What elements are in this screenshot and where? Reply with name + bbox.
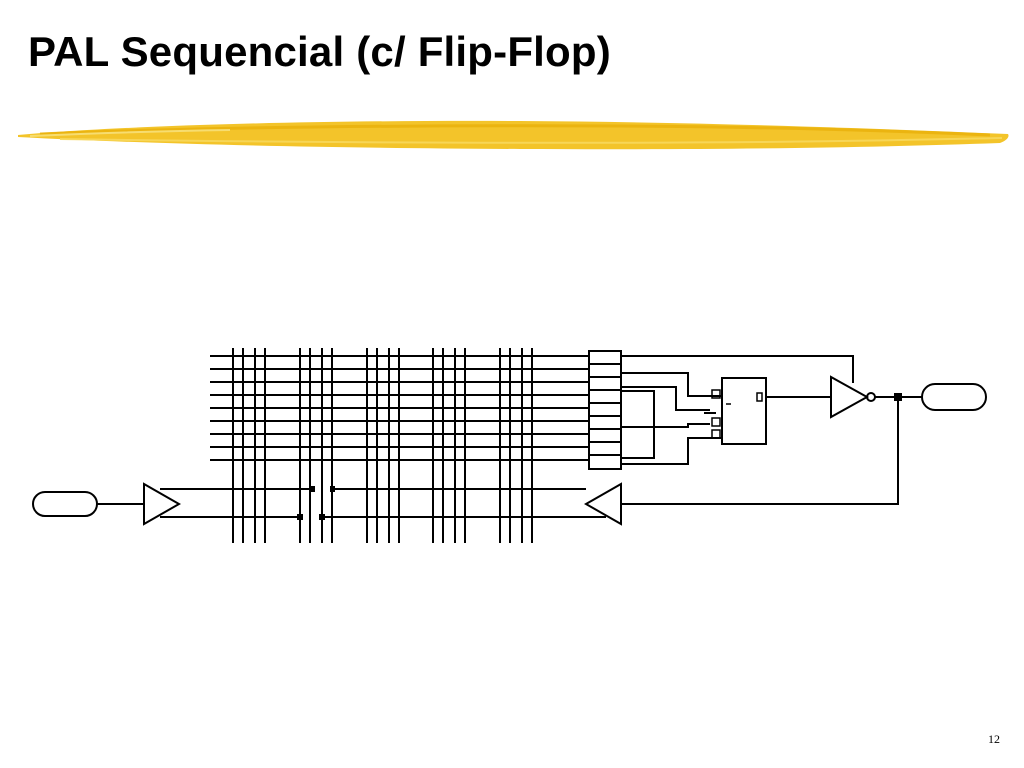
or-to-ff-wire-3 bbox=[621, 390, 655, 459]
d-flip-flop bbox=[704, 377, 767, 445]
yellow-brush-stroke bbox=[18, 120, 1009, 150]
slide-title: PAL Sequencial (c/ Flip-Flop) bbox=[28, 28, 611, 75]
and-array-vertical-lines bbox=[232, 348, 533, 543]
feedback-buffer bbox=[565, 482, 622, 526]
output-pin bbox=[921, 383, 987, 411]
feedback-wire bbox=[621, 397, 899, 505]
input-buffer bbox=[143, 482, 315, 526]
page-number: 12 bbox=[988, 732, 1000, 746]
product-term-lines bbox=[210, 355, 590, 461]
or-to-ff-wire-5 bbox=[621, 437, 722, 465]
or-to-ff-wire-2 bbox=[621, 386, 710, 411]
or-to-ff-wire-4 bbox=[621, 423, 710, 428]
output-enable-line bbox=[621, 355, 854, 383]
or-to-ff-wire-1 bbox=[621, 372, 722, 397]
connection-dots bbox=[297, 486, 335, 520]
input-pin bbox=[32, 491, 98, 517]
or-gate-block bbox=[588, 350, 622, 470]
